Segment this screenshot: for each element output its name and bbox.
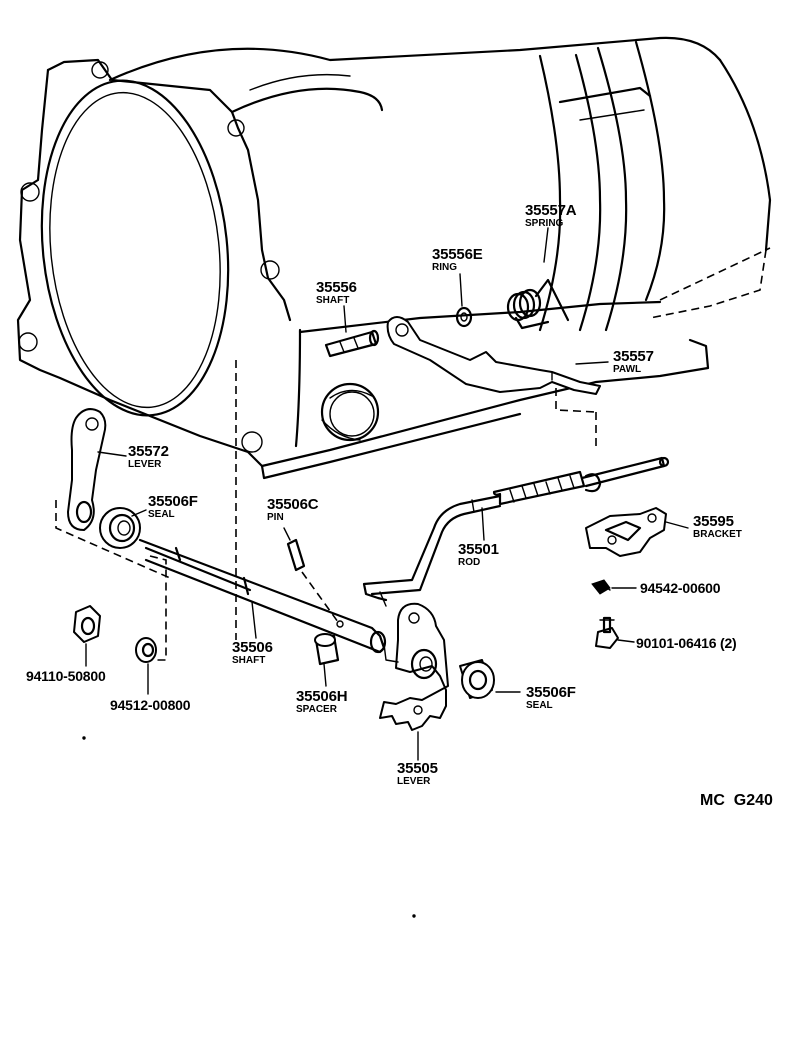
bolt-90101-06416-drawing (595, 616, 619, 649)
part-number: 35556E (432, 246, 483, 263)
part-name: ROD (458, 557, 481, 568)
part-number: 35595 (693, 513, 734, 530)
label-35556E: 35556E RING (432, 247, 483, 273)
diagram-code: MC G240 (700, 792, 773, 809)
leader-lines (85, 227, 689, 761)
part-name: SHAFT (232, 655, 266, 666)
pin-35506C-drawing (286, 538, 339, 623)
part-number: 90101-06416 (2) (636, 635, 737, 651)
part-number: 35556 (316, 279, 357, 296)
spacer-35506H-drawing (314, 633, 340, 666)
shaft-35556-drawing (324, 329, 380, 358)
label-90101-06416: 90101-06416 (2) (636, 636, 737, 652)
spring-35557A-drawing (506, 278, 570, 330)
label-35505: 35505 LEVER (397, 761, 438, 787)
label-35501: 35501 ROD (458, 542, 499, 568)
part-name: PAWL (613, 364, 642, 375)
part-number: 35506F (526, 684, 576, 701)
part-name: SHAFT (316, 295, 350, 306)
lever-35572-drawing (55, 408, 171, 579)
part-name: PIN (267, 512, 284, 523)
transmission-case (16, 36, 772, 640)
shaft-35506-drawing (138, 538, 387, 661)
label-94512-00800: 94512-00800 (110, 697, 191, 714)
label-35506: 35506 SHAFT (232, 640, 273, 666)
part-number: 94110-50800 (26, 668, 106, 684)
seal-right-drawing (459, 659, 495, 699)
label-94110-50800: 94110-50800 (26, 669, 106, 685)
part-number: 35557 (613, 348, 654, 365)
part-name: BRACKET (693, 529, 742, 540)
part-number: 35557A (525, 202, 577, 219)
part-number: 94542-00600 (640, 580, 721, 596)
part-name: LEVER (128, 459, 162, 470)
part-number: 35506C (267, 496, 319, 513)
part-name: RING (432, 262, 457, 273)
part-name: SPRING (525, 218, 564, 229)
label-35506C: 35506C PIN (267, 496, 319, 523)
part-number: 35501 (458, 541, 499, 558)
washer-94512-00800-drawing (135, 637, 157, 663)
label-35595: 35595 BRACKET (693, 514, 742, 540)
part-name: SEAL (526, 700, 553, 711)
label-35557: 35557 PAWL (613, 349, 654, 375)
label-35556: 35556 SHAFT (316, 280, 357, 306)
part-number: 35505 (397, 760, 438, 777)
part-number: 35506 (232, 639, 273, 656)
pawl-35557-drawing (386, 316, 601, 395)
lever-35505-drawing (379, 602, 449, 731)
label-35557A: 35557A SPRING (525, 202, 577, 229)
part-number: 94512-00800 (110, 697, 191, 713)
part-name: SEAL (148, 509, 175, 520)
bracket-35595-drawing (585, 507, 667, 557)
ring-35556E-drawing (455, 306, 473, 328)
rod-35501-drawing (362, 456, 670, 607)
part-number: 35506H (296, 688, 348, 705)
label-35506F-right: 35506F SEAL (526, 685, 576, 711)
label-35506H: 35506H SPACER (296, 688, 348, 715)
label-94542-00600: 94542-00600 (640, 580, 721, 597)
part-number: 35572 (128, 443, 169, 460)
part-name: SPACER (296, 704, 337, 715)
clip-94542-00600-drawing (591, 579, 611, 595)
label-35572: 35572 LEVER (128, 444, 169, 470)
label-35506F-left: 35506F SEAL (148, 494, 198, 520)
seal-left-drawing (99, 507, 141, 549)
nut-94110-50800-drawing (73, 605, 101, 643)
part-name: LEVER (397, 776, 431, 787)
part-number: 35506F (148, 493, 198, 510)
